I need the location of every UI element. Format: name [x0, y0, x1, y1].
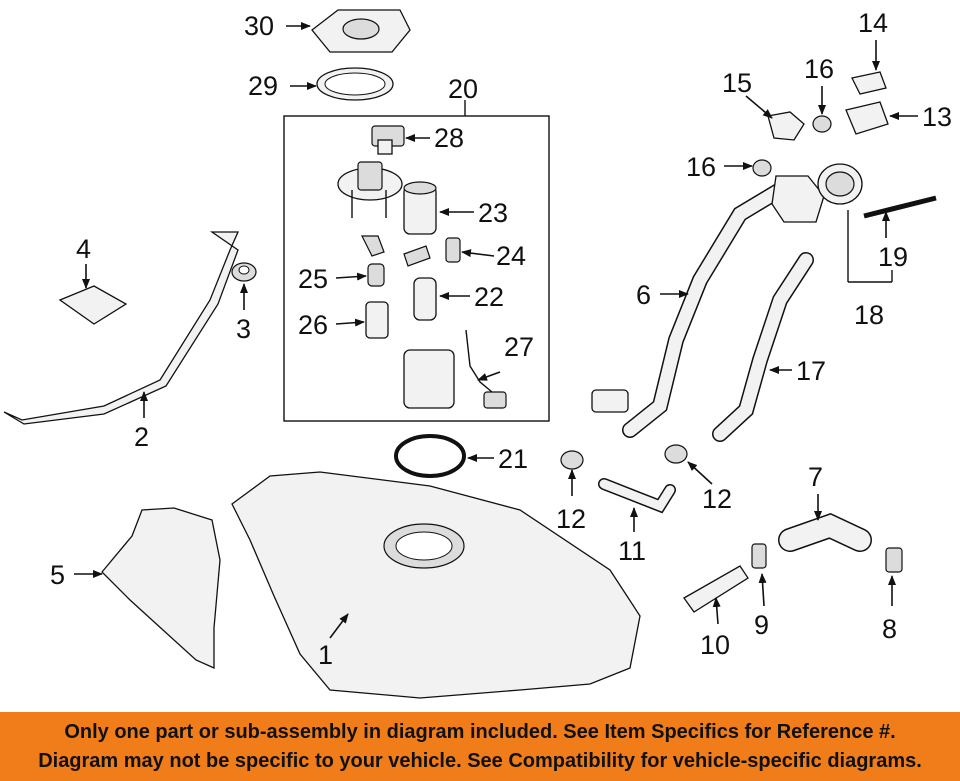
part-6-filler-pipe: [591, 175, 825, 438]
callout-12b: 12: [702, 484, 732, 514]
callout-28: 28: [434, 123, 464, 153]
disclaimer-line-2: Diagram may not be specific to your vehi…: [38, 750, 922, 772]
fuel-system-parts-diagram: 30 29 20 28 23 24 25 22 26 27 21 4 3 2 5…: [3, 8, 953, 699]
callout-9: 9: [754, 610, 769, 640]
part-20-assembly-box: [283, 115, 550, 422]
callout-5: 5: [50, 560, 65, 590]
callout-26: 26: [298, 310, 328, 340]
callout-20: 20: [448, 74, 478, 104]
callout-24: 24: [496, 241, 526, 271]
part-22-pump: [413, 277, 437, 321]
part-14-bracket: [851, 71, 887, 95]
callout-3: 3: [236, 314, 251, 344]
callout-12a: 12: [556, 504, 586, 534]
part-24-valve: [445, 237, 461, 263]
part-7-hose: [778, 513, 872, 552]
callout-16b: 16: [686, 152, 716, 182]
callout-27: 27: [504, 332, 534, 362]
part-15-elbow: [767, 111, 805, 141]
part-16-clamp-a: [812, 115, 832, 133]
callout-22: 22: [474, 282, 504, 312]
callout-7: 7: [808, 462, 823, 492]
callout-8: 8: [882, 614, 897, 644]
part-23-filter: [403, 181, 437, 235]
part-5-heat-shield: [101, 507, 221, 670]
callout-30: 30: [244, 11, 274, 41]
part-12-clamp-b: [664, 444, 688, 464]
part-16-clamp-b: [752, 159, 772, 177]
part-10-tube: [683, 565, 749, 613]
part-30-cover: [311, 9, 411, 53]
callout-16a: 16: [804, 54, 834, 84]
pump-flange: [337, 161, 403, 218]
callout-6: 6: [636, 280, 651, 310]
part-4-pad: [58, 285, 128, 325]
part-17-vent-hose: [712, 252, 814, 442]
callout-29: 29: [248, 71, 278, 101]
callout-1: 1: [318, 640, 333, 670]
part-3-grommet: [231, 262, 257, 282]
part-28-connector: [371, 125, 405, 155]
part-12-clamp-a: [560, 450, 584, 470]
part-13-valve: [845, 101, 889, 135]
callout-13: 13: [922, 102, 952, 132]
part-21-o-ring: [394, 434, 466, 478]
part-25-regulator: [367, 263, 385, 287]
callout-10: 10: [700, 630, 730, 660]
callout-25: 25: [298, 264, 328, 294]
part-27-sender: [403, 329, 507, 409]
pump-tube: [361, 235, 385, 257]
part-26-pump-part: [365, 301, 389, 339]
callout-23: 23: [478, 198, 508, 228]
part-8-clamp: [885, 547, 903, 573]
callout-14: 14: [858, 8, 888, 38]
part-2-strap: [3, 231, 240, 425]
callout-19: 19: [878, 242, 908, 272]
callout-21: 21: [498, 444, 528, 474]
part-19-tether: [863, 195, 937, 219]
part-9-clamp: [751, 543, 767, 569]
disclaimer-line-1: Only one part or sub-assembly in diagram…: [64, 721, 896, 743]
callout-4: 4: [76, 234, 91, 264]
part-18-fuel-cap: [817, 163, 863, 205]
callout-17: 17: [796, 356, 826, 386]
callout-2: 2: [134, 422, 149, 452]
callout-18: 18: [854, 300, 884, 330]
part-1-fuel-tank: [231, 471, 641, 699]
callout-15: 15: [722, 68, 752, 98]
disclaimer-banner: Only one part or sub-assembly in diagram…: [0, 712, 960, 781]
pump-hose: [403, 245, 431, 267]
part-29-gasket: [316, 67, 394, 101]
callout-11: 11: [618, 536, 646, 566]
